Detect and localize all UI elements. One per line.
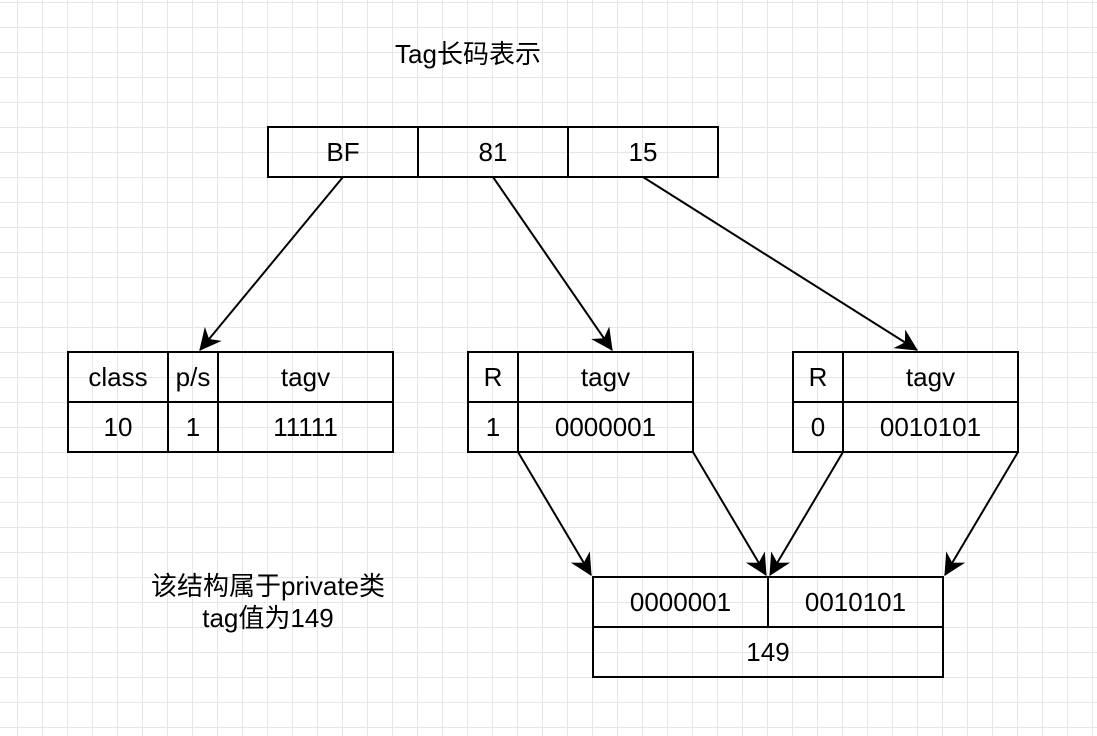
byte2-r-value: 1: [485, 411, 501, 442]
byte3-tagv-header: tagv: [905, 361, 956, 392]
class-value: 10: [103, 411, 133, 442]
top-byte-2: 81: [478, 136, 508, 167]
arrow-bf-to-class: [199, 176, 344, 351]
result-value: 149: [746, 636, 790, 667]
arrow-byte3-right: [944, 451, 1019, 576]
arrow-byte2-left: [517, 451, 592, 576]
ps-header: p/s: [175, 361, 211, 392]
arrow-15-to-byte3: [642, 176, 918, 351]
arrow-byte2-right: [692, 451, 767, 576]
ps-value: 1: [185, 411, 201, 442]
byte3-tagv-value: 0010101: [879, 411, 982, 442]
top-byte-3: 15: [628, 136, 658, 167]
note-line-2: tag值为149: [202, 603, 334, 633]
tagv-value: 11111: [273, 411, 338, 442]
byte3-r-header: R: [808, 361, 828, 392]
diagram-title: Tag长码表示: [395, 38, 541, 69]
result-part-1: 0000001: [629, 586, 732, 617]
note-line-1: 该结构属于private类: [150, 571, 386, 601]
byte2-tagv-value: 0000001: [554, 411, 657, 442]
byte2-tagv-header: tagv: [580, 361, 631, 392]
arrow-81-to-byte2: [492, 176, 613, 351]
arrow-byte3-left: [769, 451, 844, 576]
class-header: class: [88, 361, 148, 392]
note-text: 该结构属于private类 tag值为149: [108, 566, 428, 638]
byte2-r-header: R: [483, 361, 503, 392]
result-part-2: 0010101: [804, 586, 907, 617]
byte3-r-value: 0: [810, 411, 826, 442]
top-byte-1: BF: [326, 136, 360, 167]
tagv-header: tagv: [280, 361, 331, 392]
